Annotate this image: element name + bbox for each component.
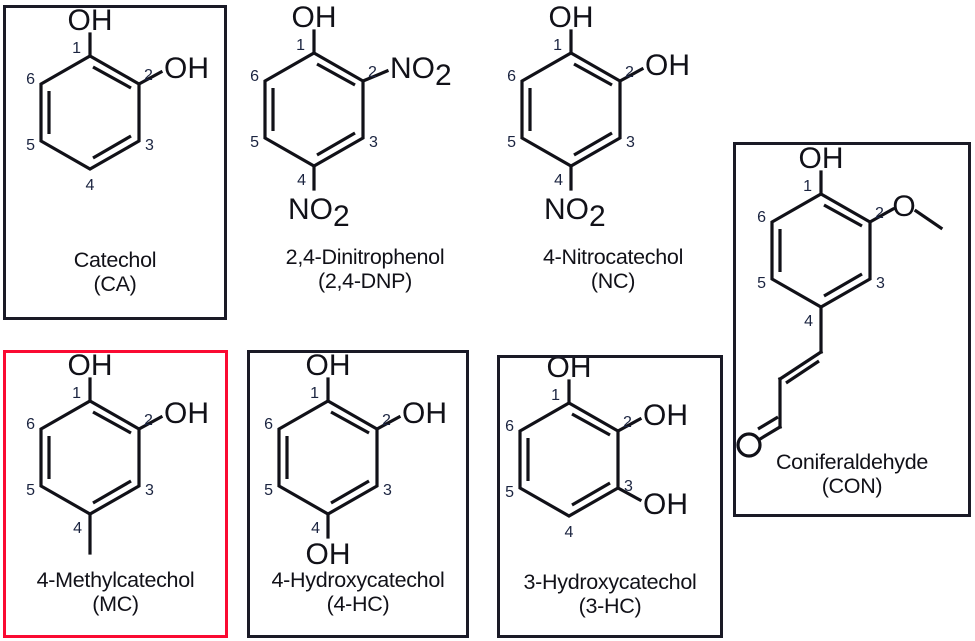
locant-5: 5 <box>26 482 35 499</box>
atom-label-oh-1: OH <box>799 145 844 175</box>
locant-3: 3 <box>369 134 378 151</box>
atom-label-oh-2: OH <box>645 49 690 82</box>
atom-label-oh-1: OH <box>306 353 351 382</box>
structure-hc4: OH OH OH 1 2 3 4 5 6 <box>264 353 447 571</box>
structure-mc: OH OH 1 2 3 4 5 6 <box>26 353 209 555</box>
locant-4: 4 <box>297 172 306 189</box>
structure-hc3: OH OH OH 1 2 3 4 5 6 <box>505 358 688 541</box>
compound-card-mc: OH OH 1 2 3 4 5 6 4-Methylcatechol (MC) <box>3 350 228 638</box>
locant-1: 1 <box>72 385 81 402</box>
structure-catechol: OH OH 1 2 3 4 5 6 <box>26 8 209 194</box>
structure-nc: OH OH NO2 1 2 3 4 5 6 <box>507 5 690 233</box>
locant-2: 2 <box>382 412 391 429</box>
locant-5: 5 <box>264 482 273 499</box>
locant-5: 5 <box>757 275 766 292</box>
locant-5: 5 <box>250 134 259 151</box>
locant-6: 6 <box>507 68 516 85</box>
atom-label-oh-3: OH <box>643 488 688 521</box>
compound-card-nc: OH OH NO2 1 2 3 4 5 6 4-Nitrocatechol (N… <box>492 5 734 320</box>
locant-4: 4 <box>804 313 813 330</box>
caption-hc3: 3-Hydroxycatechol (3-HC) <box>500 570 720 618</box>
compound-abbr: (NC) <box>590 269 636 294</box>
atom-label-no2-4: NO2 <box>544 193 606 233</box>
locant-6: 6 <box>264 416 273 433</box>
caption-hc4: 4-Hydroxycatechol (4-HC) <box>250 568 466 616</box>
locant-5: 5 <box>505 484 514 501</box>
compound-name: 4-Nitrocatechol <box>542 245 684 269</box>
locant-3: 3 <box>876 275 885 292</box>
atom-label-oh-2: OH <box>643 399 688 432</box>
atom-label-oh-1: OH <box>547 358 592 384</box>
locant-4: 4 <box>565 524 574 541</box>
locant-3: 3 <box>145 137 154 154</box>
locant-5: 5 <box>26 137 35 154</box>
locant-2: 2 <box>144 412 153 429</box>
locant-4: 4 <box>73 520 82 537</box>
compound-card-hc4: OH OH OH 1 2 3 4 5 6 4-Hydroxycatechol (… <box>247 350 469 638</box>
locant-4: 4 <box>554 172 563 189</box>
locant-3: 3 <box>145 482 154 499</box>
locant-6: 6 <box>26 71 35 88</box>
locant-1: 1 <box>551 387 560 404</box>
compound-card-catechol: OH OH 1 2 3 4 5 6 Catechol (CA) <box>3 5 227 320</box>
atom-label-o-carbonyl <box>736 432 762 458</box>
locant-2: 2 <box>623 414 632 431</box>
atom-label-oh-4: OH <box>306 538 351 571</box>
locant-1: 1 <box>310 385 319 402</box>
atom-label-oh-2: OH <box>164 52 209 85</box>
atom-label-no2-2: NO2 <box>390 52 452 92</box>
locant-1: 1 <box>296 37 305 54</box>
compound-card-hc3: OH OH OH 1 2 3 4 5 6 3-Hydroxycatechol (… <box>497 355 723 638</box>
locant-6: 6 <box>26 416 35 433</box>
caption-mc: 4-Methylcatechol (MC) <box>6 568 225 616</box>
compound-abbr: (2,4-DNP) <box>317 269 413 294</box>
locant-4: 4 <box>311 520 320 537</box>
structure-dnp: OH NO2 NO2 1 2 3 4 5 6 <box>250 5 452 233</box>
compound-name: 3-Hydroxycatechol <box>523 570 697 594</box>
locant-6: 6 <box>757 209 766 226</box>
atom-label-oh-2: OH <box>164 397 209 430</box>
locant-3: 3 <box>624 478 633 495</box>
locant-2: 2 <box>625 64 634 81</box>
atom-label-oh-1: OH <box>292 5 337 34</box>
compound-abbr: (3-HC) <box>578 594 642 619</box>
structure-con: OH O 1 2 3 4 5 6 <box>736 145 944 458</box>
compound-abbr: (MC) <box>92 592 139 617</box>
atom-label-oh-1: OH <box>68 353 113 382</box>
locant-6: 6 <box>250 68 259 85</box>
compound-name: Catechol <box>73 248 157 272</box>
atom-label-oh-1: OH <box>549 5 594 34</box>
locant-1: 1 <box>553 37 562 54</box>
compound-abbr: (4-HC) <box>326 592 390 617</box>
locant-5: 5 <box>507 134 516 151</box>
compound-name: 4-Hydroxycatechol <box>271 568 445 592</box>
atom-label-oh-2: OH <box>402 397 447 430</box>
locant-2: 2 <box>368 64 377 81</box>
compound-name: 4-Methylcatechol <box>36 568 195 592</box>
locant-1: 1 <box>72 40 81 57</box>
locant-1: 1 <box>803 178 812 195</box>
locant-2: 2 <box>875 205 884 222</box>
locant-6: 6 <box>505 418 514 435</box>
compound-name: Coniferaldehyde <box>775 450 929 474</box>
locant-4: 4 <box>86 177 95 194</box>
compound-abbr: (CA) <box>93 272 137 297</box>
caption-dnp: 2,4-Dinitrophenol (2,4-DNP) <box>240 245 490 293</box>
caption-nc: 4-Nitrocatechol (NC) <box>492 245 734 293</box>
atom-label-no2-4: NO2 <box>288 193 350 233</box>
caption-con: Coniferaldehyde (CON) <box>736 450 968 498</box>
compound-card-dnp: OH NO2 NO2 1 2 3 4 5 6 2,4-Dinitrophenol… <box>240 5 490 320</box>
caption-catechol: Catechol (CA) <box>6 248 224 296</box>
locant-3: 3 <box>626 134 635 151</box>
compound-abbr: (CON) <box>821 474 883 499</box>
atom-label-o-methoxy: O <box>892 190 915 223</box>
compound-name: 2,4-Dinitrophenol <box>285 245 445 269</box>
locant-2: 2 <box>144 67 153 84</box>
compound-card-con: OH O 1 2 3 4 5 6 Coniferaldehyde (CON) <box>733 142 971 517</box>
atom-label-oh-1: OH <box>68 8 113 37</box>
locant-3: 3 <box>383 482 392 499</box>
